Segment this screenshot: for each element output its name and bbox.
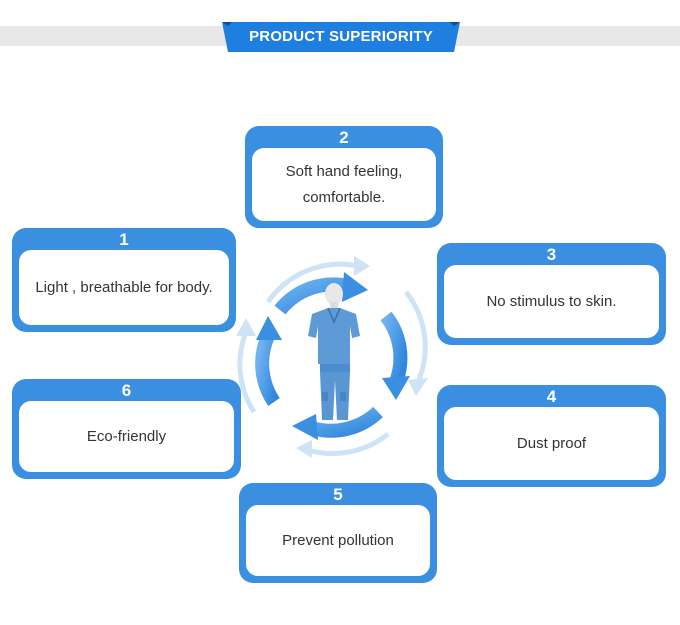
feature-number: 2 (339, 128, 349, 147)
feature-text: Light , breathable for body. (35, 278, 213, 296)
banner-title: PRODUCT SUPERIORITY (249, 28, 433, 45)
feature-card-5: 5 Prevent pollution (239, 483, 437, 583)
section-banner: PRODUCT SUPERIORITY (222, 22, 460, 52)
feature-card-2: 2 Soft hand feeling, comfortable. (245, 126, 443, 228)
feature-number: 6 (121, 381, 132, 400)
feature-text: Dust proof (516, 434, 587, 452)
feature-number: 1 (119, 230, 129, 249)
banner-shape (222, 22, 460, 52)
feature-text: Prevent pollution (282, 531, 394, 549)
feature-number: 3 (546, 245, 557, 264)
feature-text: No stimulus to skin. (486, 292, 617, 310)
scrub-suit-image (308, 283, 360, 420)
cycle-arrows-icon (236, 256, 428, 458)
feature-number: 4 (546, 387, 557, 406)
feature-card-1: 1 Light , breathable for body. (12, 228, 236, 332)
feature-card-6: 6 Eco-friendly (12, 379, 241, 479)
feature-text: Soft hand feeling, comfortable. (285, 162, 403, 206)
feature-number: 5 (333, 485, 343, 504)
feature-card-3: 3 No stimulus to skin. (437, 243, 666, 345)
feature-text: Eco-friendly (86, 427, 167, 445)
feature-card-4: 4 Dust proof (437, 385, 666, 487)
